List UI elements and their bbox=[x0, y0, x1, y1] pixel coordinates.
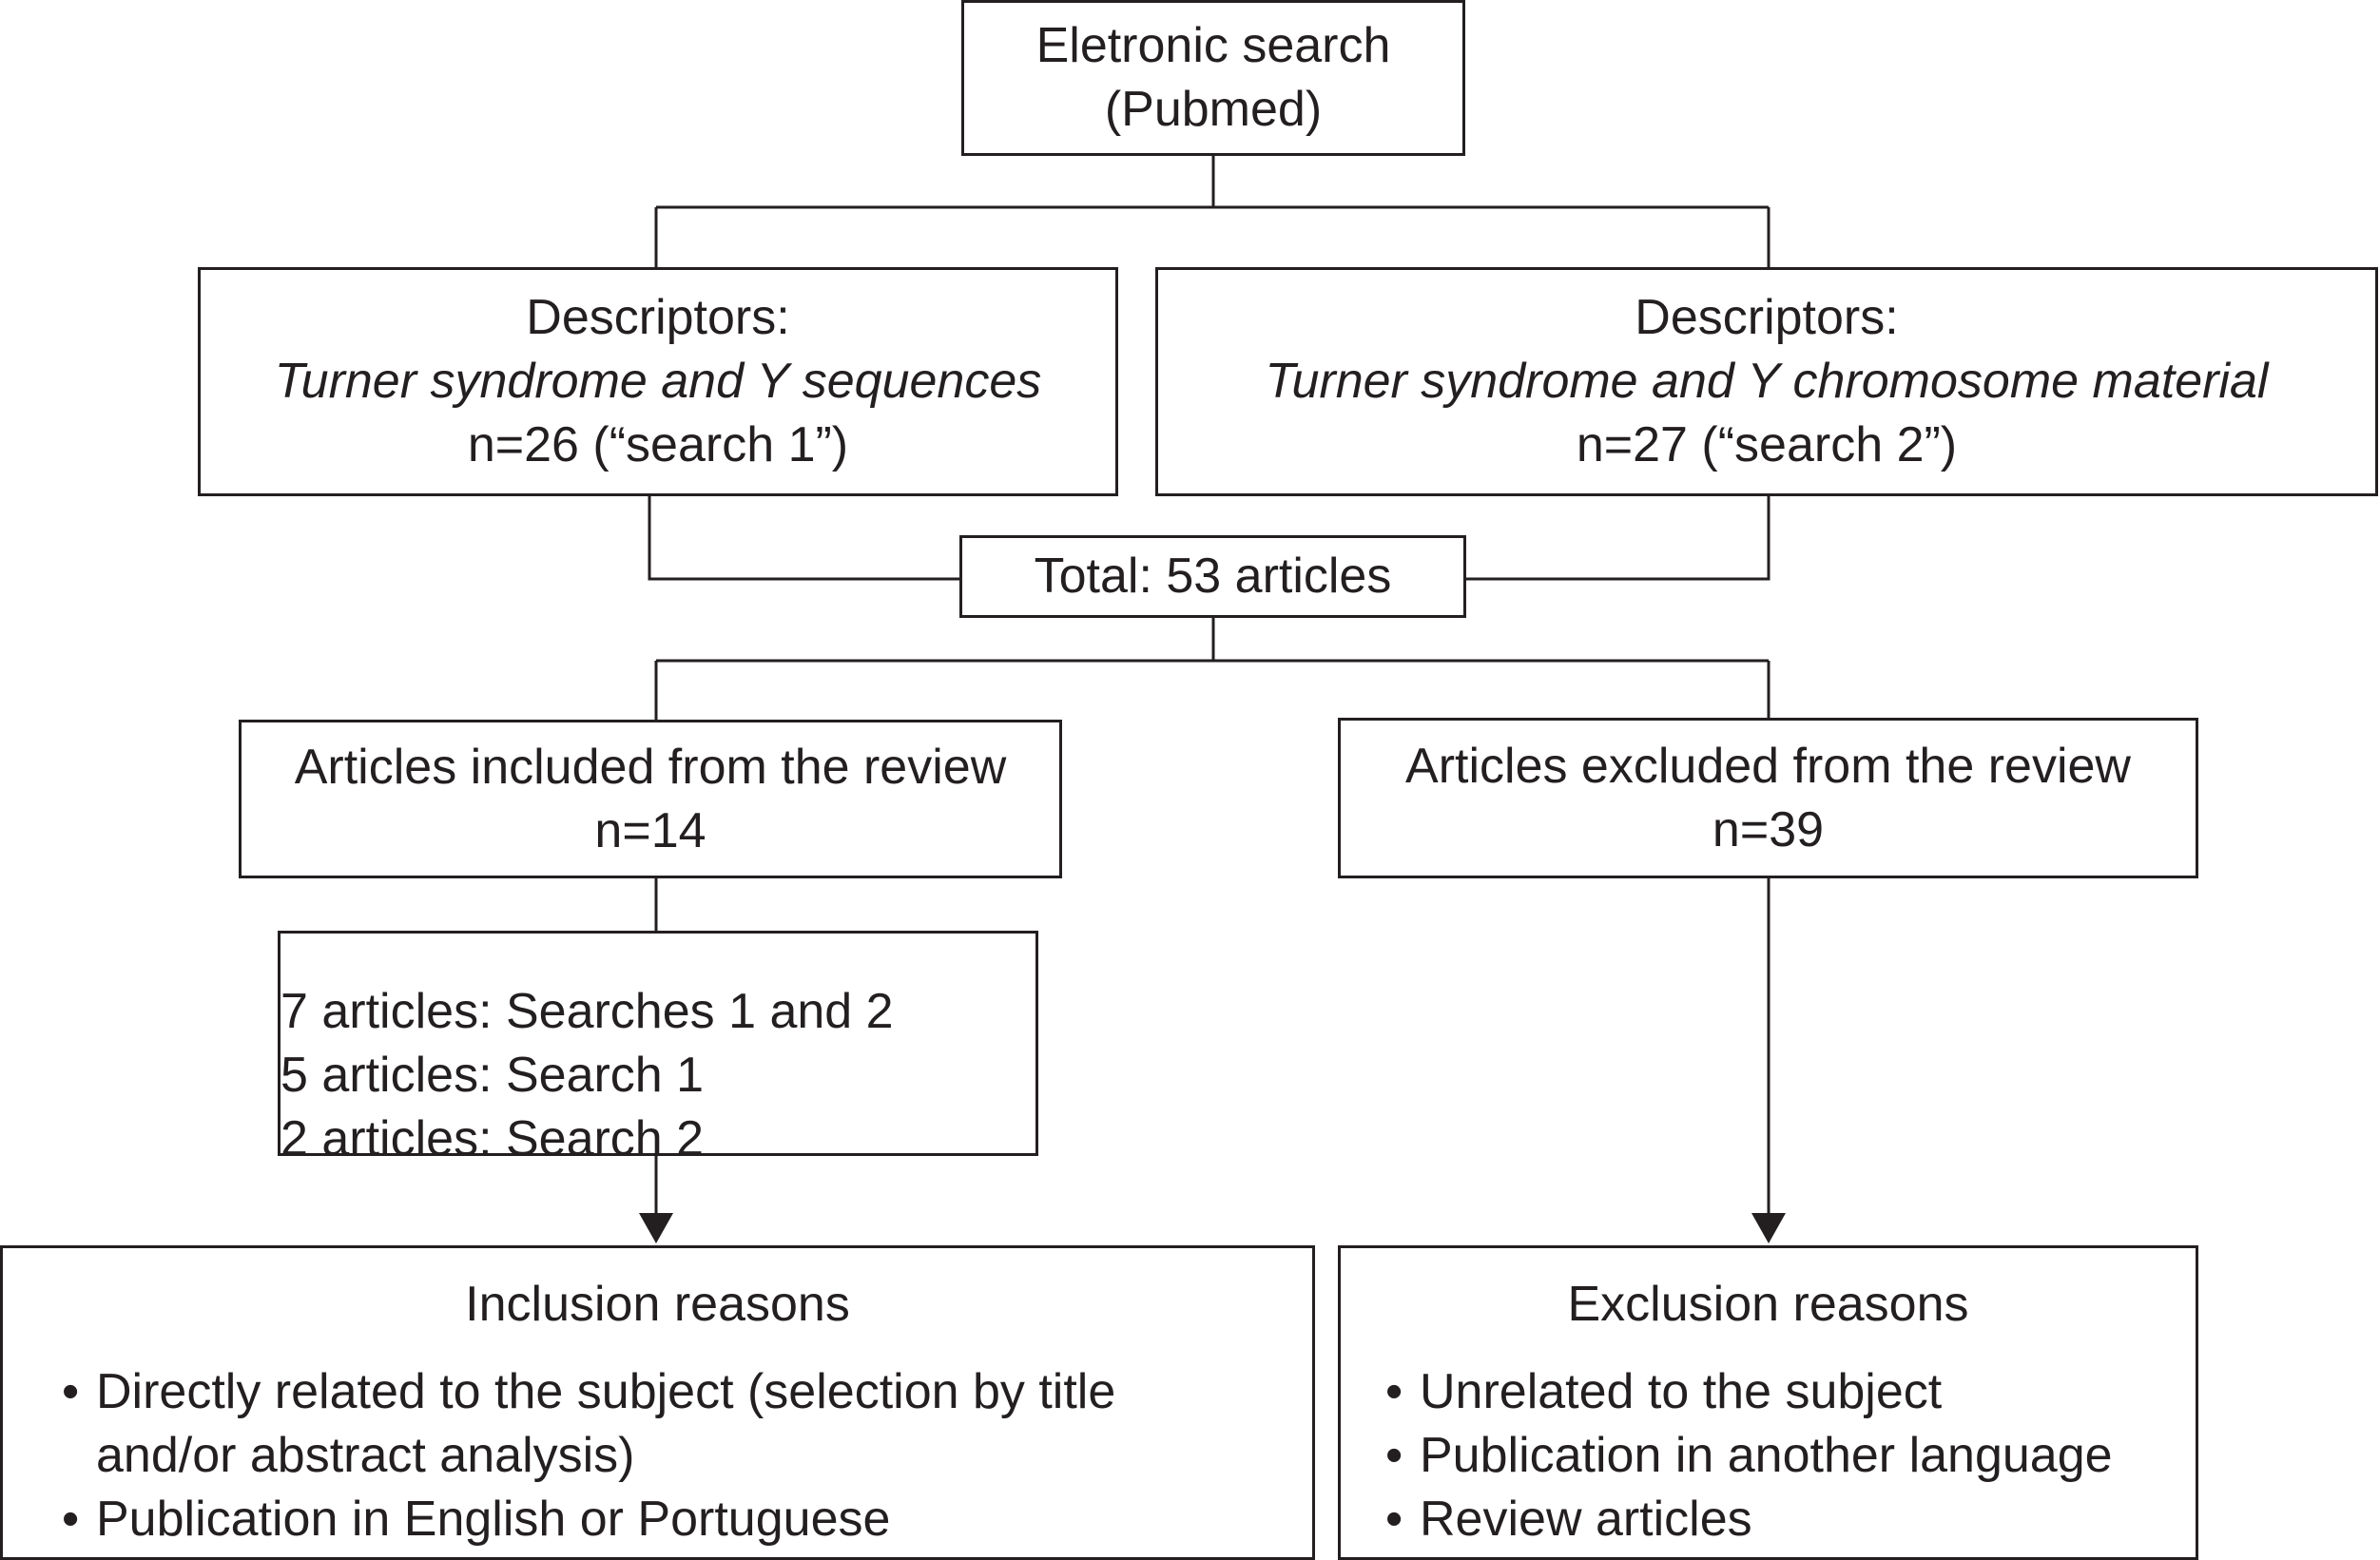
exclusion-reasons-box: Exclusion reasons Unrelated to the subje… bbox=[1338, 1245, 2198, 1560]
exclusion-reasons-title: Exclusion reasons bbox=[1567, 1277, 1969, 1332]
exclusion-reason-item: Publication in another language bbox=[1385, 1424, 2177, 1488]
breakdown-box: 7 articles: Searches 1 and 2 5 articles:… bbox=[278, 931, 1038, 1166]
connector-descriptors-2-to-total bbox=[1465, 494, 1770, 581]
exclusion-reasons-list: Unrelated to the subject Publication in … bbox=[1385, 1360, 2177, 1551]
descriptors-1-box: Descriptors: Turner syndrome and Y seque… bbox=[198, 267, 1118, 496]
descriptors-1-terms: Turner syndrome and Y sequences bbox=[274, 354, 1042, 409]
exclusion-reason-item: Unrelated to the subject bbox=[1385, 1360, 2177, 1424]
search-box: Eletronic search (Pubmed) bbox=[961, 0, 1465, 156]
inclusion-reasons-list: Directly related to the subject (selecti… bbox=[62, 1360, 1127, 1551]
included-box: Articles included from the review n=14 bbox=[239, 720, 1062, 878]
descriptors-2-terms: Turner syndrome and Y chromosome materia… bbox=[1265, 354, 2269, 409]
descriptors-2-label: Descriptors: bbox=[1635, 290, 1899, 345]
breakdown-line: 5 articles: Search 1 bbox=[281, 1048, 705, 1103]
breakdown-line: 2 articles: Search 2 bbox=[281, 1111, 705, 1166]
arrowhead-inclusion bbox=[639, 1213, 673, 1243]
excluded-count: n=39 bbox=[1712, 801, 1825, 857]
total-box: Total: 53 articles bbox=[959, 535, 1466, 618]
included-label: Articles included from the review bbox=[294, 739, 1007, 795]
excluded-label: Articles excluded from the review bbox=[1405, 738, 2131, 794]
descriptors-1-count: n=26 (“search 1”) bbox=[467, 417, 849, 472]
included-count: n=14 bbox=[594, 802, 706, 858]
search-source: (Pubmed) bbox=[1104, 82, 1323, 137]
search-title: Eletronic search bbox=[1035, 18, 1391, 73]
excluded-box: Articles excluded from the review n=39 bbox=[1338, 718, 2198, 878]
total-text: Total: 53 articles bbox=[1034, 549, 1392, 604]
breakdown-line: 7 articles: Searches 1 and 2 bbox=[281, 984, 894, 1039]
descriptors-2-count: n=27 (“search 2”) bbox=[1576, 417, 1958, 472]
descriptors-1-label: Descriptors: bbox=[526, 290, 790, 345]
arrowhead-exclusion bbox=[1751, 1213, 1786, 1243]
descriptors-2-box: Descriptors: Turner syndrome and Y chrom… bbox=[1155, 267, 2378, 496]
inclusion-reason-item: Directly related to the subject (selecti… bbox=[62, 1360, 1127, 1488]
exclusion-reason-item: Review articles bbox=[1385, 1488, 2177, 1551]
inclusion-reasons-box: Inclusion reasons Directly related to th… bbox=[0, 1245, 1315, 1560]
inclusion-reason-item: Publication in English or Portuguese bbox=[62, 1488, 1127, 1551]
connector-descriptors-1-to-total bbox=[648, 494, 961, 581]
inclusion-reasons-title: Inclusion reasons bbox=[465, 1277, 850, 1332]
